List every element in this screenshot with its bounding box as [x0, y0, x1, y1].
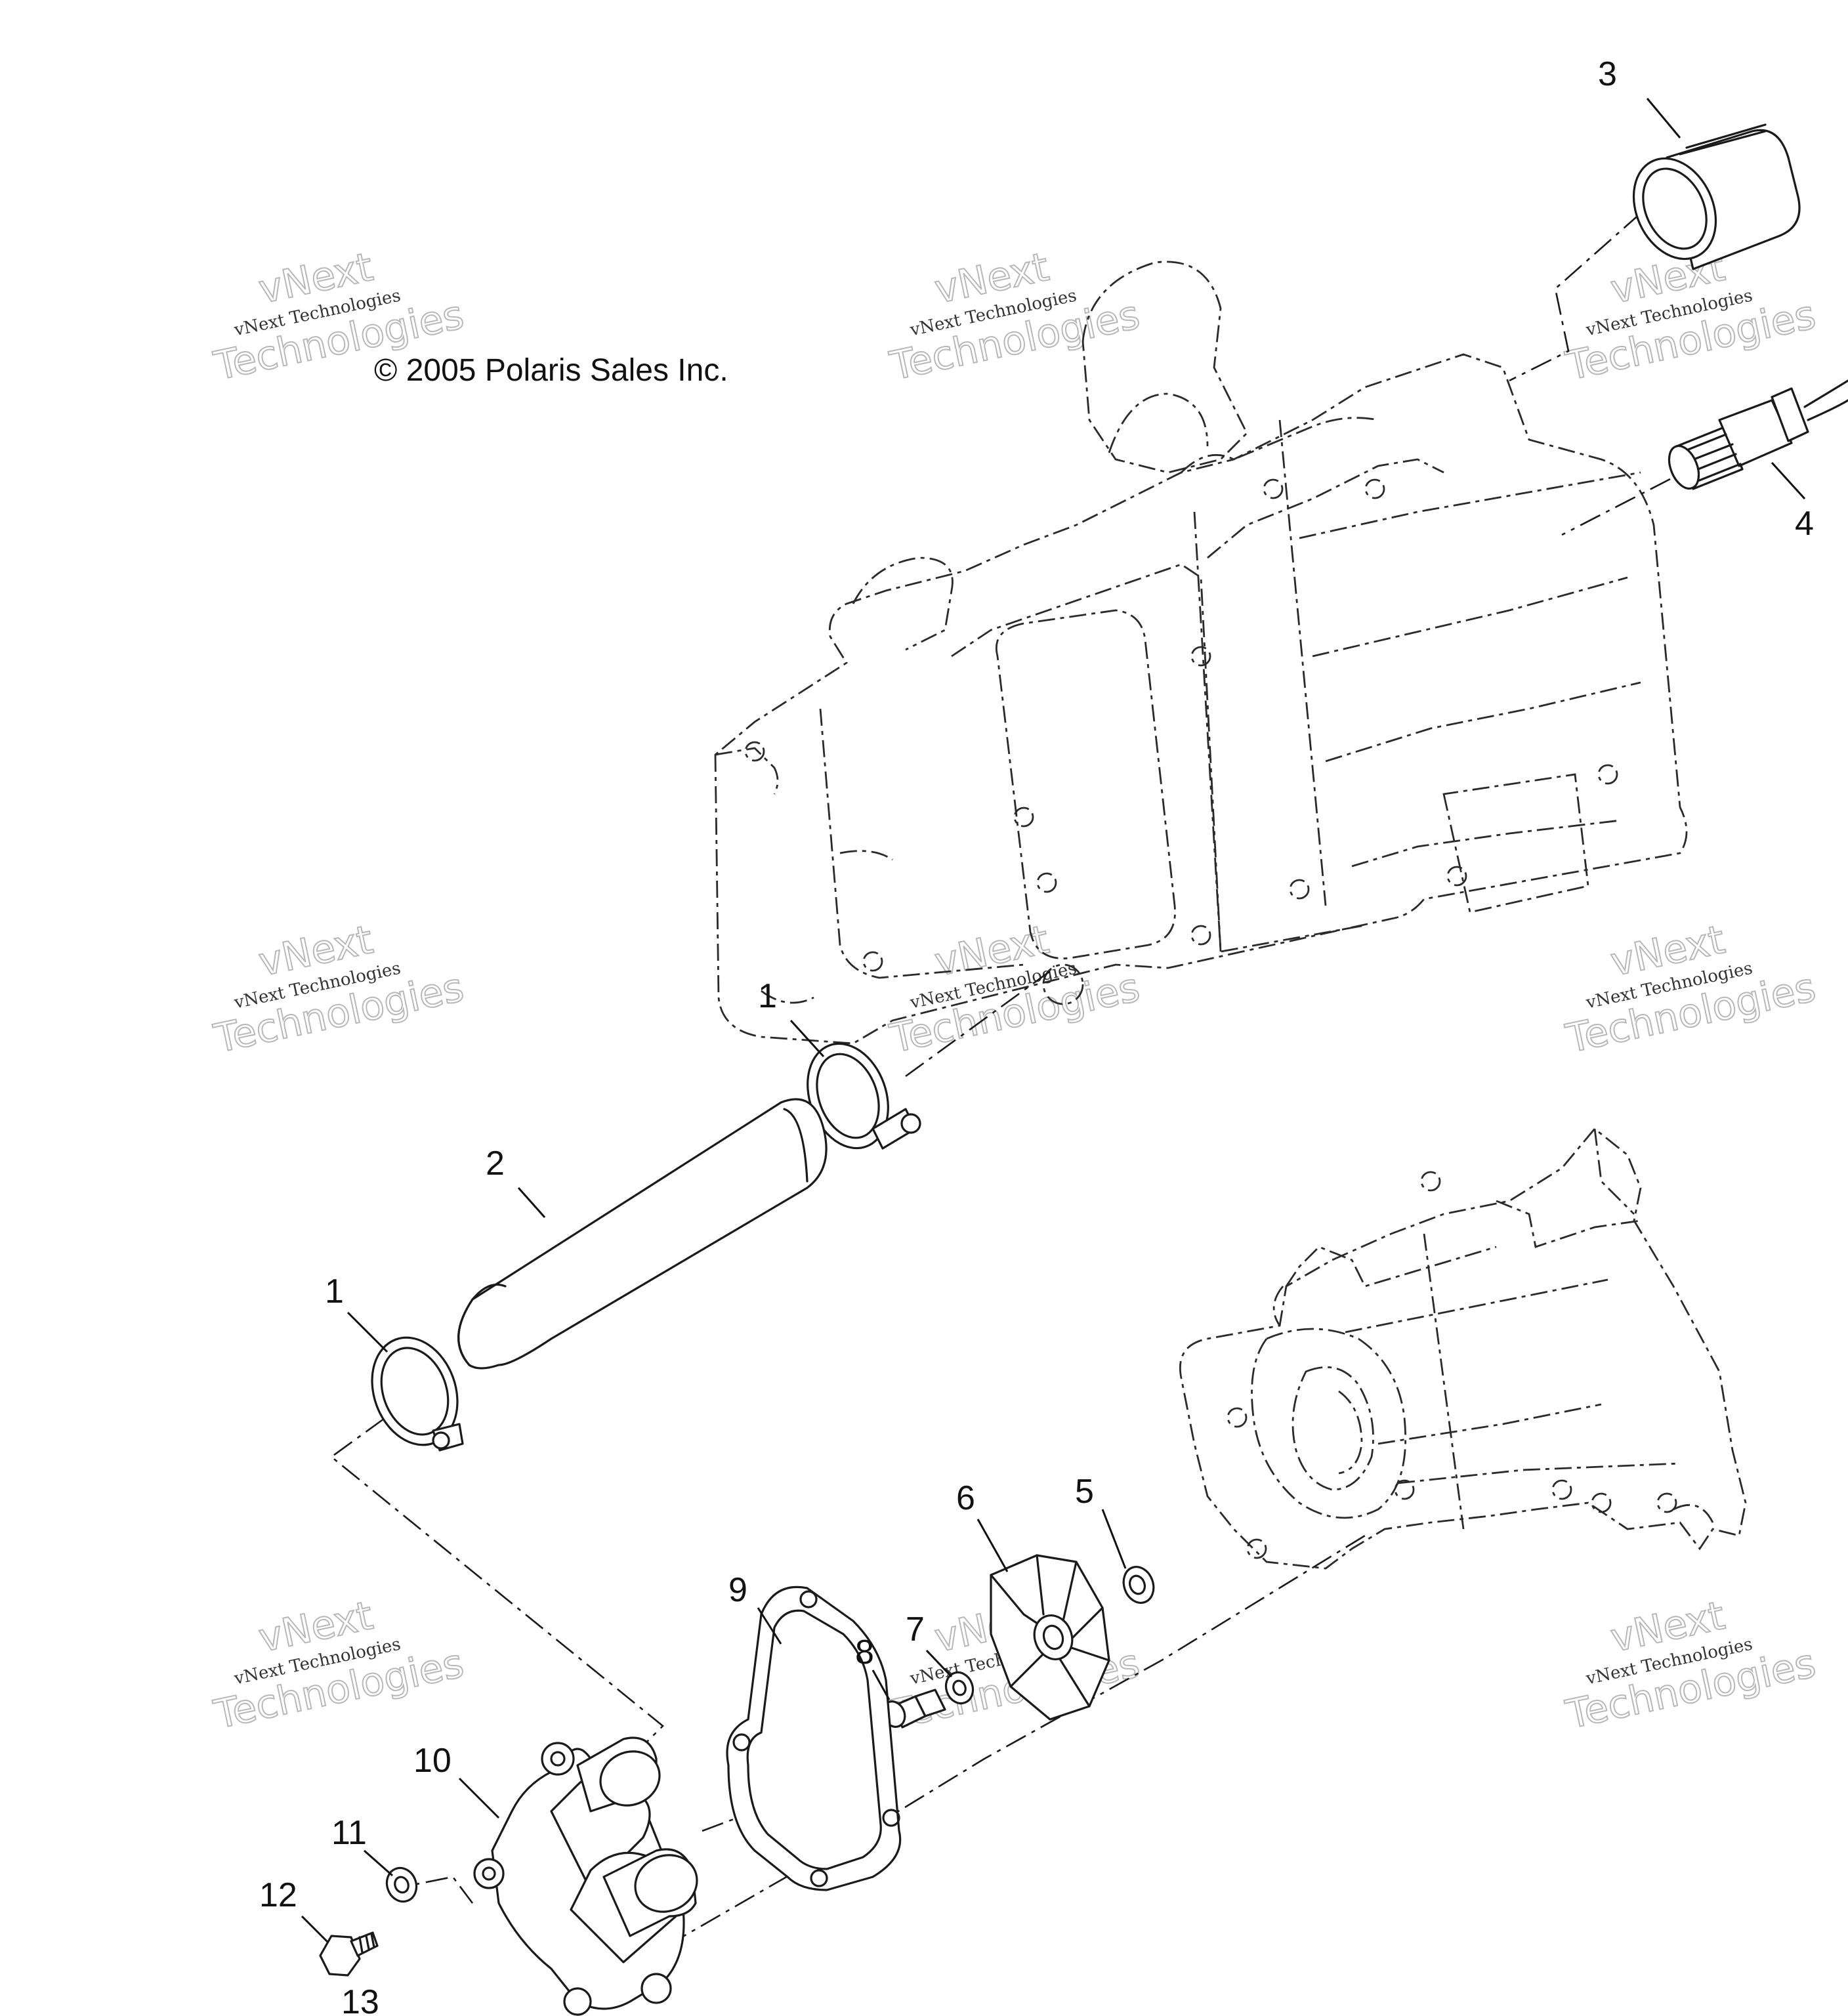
impeller-part-6[interactable]	[990, 1554, 1110, 1721]
callout-13: 13	[341, 1983, 379, 2016]
coolant-hose-part-2[interactable]	[457, 1098, 828, 1370]
callout-9: 9	[728, 1571, 747, 1609]
watermark-mid-center: vNext vNext Technologies Technologies	[885, 916, 1144, 1063]
washer-part-7[interactable]	[942, 1669, 977, 1708]
callout-3: 3	[1598, 55, 1617, 93]
callout-1-lower: 1	[325, 1272, 344, 1311]
thermostat-part-3[interactable]	[1618, 123, 1801, 272]
hose-clamp-upper-part-1[interactable]	[793, 1032, 921, 1160]
hose-clamp-lower-part-1[interactable]	[358, 1326, 472, 1457]
callout-12: 12	[259, 1876, 297, 1914]
seal-part-5[interactable]	[1119, 1563, 1158, 1607]
pump-cover-part-10[interactable]	[473, 1736, 706, 2016]
gasket-part-9[interactable]	[726, 1586, 902, 1891]
callout-6: 6	[956, 1479, 975, 1517]
callout-labels: 1 2 1 3 4 5 6 7 8 9 10 11 12 13	[259, 55, 1814, 2016]
callout-4: 4	[1795, 505, 1814, 543]
cylinder-head-outline	[714, 261, 1688, 1045]
callout-2: 2	[486, 1144, 505, 1183]
callout-5: 5	[1075, 1473, 1094, 1511]
callout-8: 8	[855, 1633, 874, 1671]
washer-part-11[interactable]	[382, 1864, 421, 1906]
watermark-bottom-right: vNext vNext Technologies Technologies	[1561, 1592, 1820, 1739]
leader-lines	[301, 98, 1806, 1944]
watermark-mid-right: vNext vNext Technologies Technologies	[1561, 916, 1820, 1063]
temperature-sensor-part-4[interactable]	[1664, 379, 1848, 493]
callout-10: 10	[413, 1742, 452, 1780]
copyright-text: © 2005 Polaris Sales Inc.	[374, 353, 728, 388]
callout-1-upper: 1	[758, 977, 777, 1015]
callout-7: 7	[906, 1610, 925, 1648]
watermark-bottom-left: vNext vNext Technologies Technologies	[209, 1592, 469, 1739]
watermark-mid-left: vNext vNext Technologies Technologies	[209, 916, 469, 1063]
watermark-top-center: vNext vNext Technologies Technologies	[885, 243, 1144, 390]
assembly-lines	[329, 213, 1671, 2006]
crankcase-outline	[1179, 1127, 1747, 1570]
bolt-part-12[interactable]	[319, 1931, 379, 1977]
callout-11: 11	[331, 1814, 367, 1852]
